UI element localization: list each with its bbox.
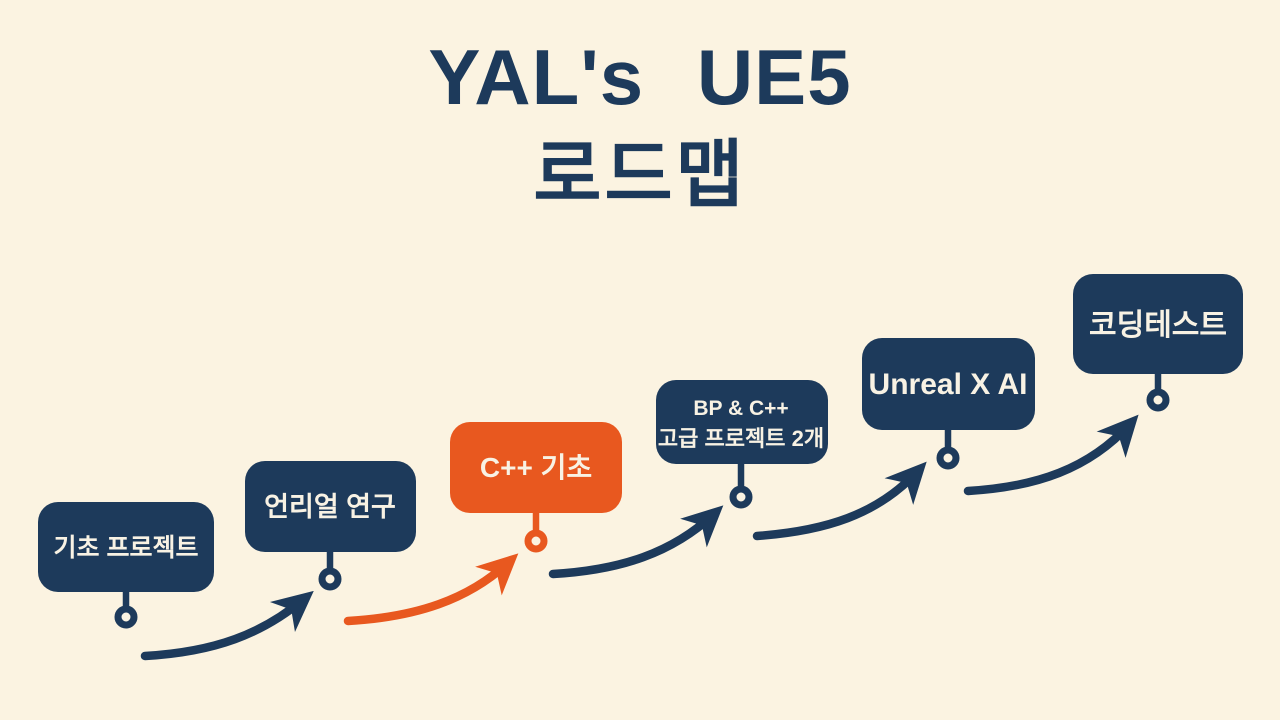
step-box (450, 422, 622, 513)
title-line-1: YAL's UE5 (428, 33, 852, 121)
step-box (38, 502, 214, 592)
arrow-step4-to-step5 (752, 461, 927, 541)
step-box (862, 338, 1035, 430)
step-node-circle (729, 485, 753, 509)
step-node-circle (936, 446, 960, 470)
roadmap-step-unreal-x-ai: Unreal X AI (862, 338, 1035, 470)
arrow-step3-to-step4 (548, 505, 724, 579)
title-line-2: 로드맵 (533, 133, 747, 216)
step-node-circle (114, 605, 138, 629)
step-label-line-2: 고급 프로젝트 2개 (658, 426, 824, 451)
step-box (1073, 274, 1243, 374)
step-node-circle (524, 529, 548, 553)
step-box (245, 461, 416, 552)
step-label: 코딩테스트 (1089, 309, 1227, 342)
step-label: Unreal X AI (869, 368, 1028, 401)
step-label: C++ 기초 (480, 452, 592, 483)
roadmap-step-advanced-projects: BP & C++ 고급 프로젝트 2개 (656, 380, 828, 509)
step-label: 기초 프로젝트 (54, 534, 199, 562)
page-title: YAL's UE5 로드맵 (0, 38, 1280, 212)
arrow-step1-to-step2 (140, 590, 314, 661)
arrow-step2-to-step3 (343, 553, 519, 626)
roadmap-step-coding-test: 코딩테스트 (1073, 274, 1243, 412)
step-box (656, 380, 828, 464)
step-label-line-1: BP & C++ (693, 397, 788, 420)
step-label: 언리얼 연구 (264, 492, 396, 522)
roadmap-step-basic-project: 기초 프로젝트 (38, 502, 214, 629)
roadmap-step-unreal-research: 언리얼 연구 (245, 461, 416, 591)
step-node-circle (1146, 388, 1170, 412)
roadmap-step-cpp-basics: C++ 기초 (450, 422, 622, 553)
arrow-step5-to-step6 (963, 414, 1139, 496)
step-node-circle (318, 567, 342, 591)
